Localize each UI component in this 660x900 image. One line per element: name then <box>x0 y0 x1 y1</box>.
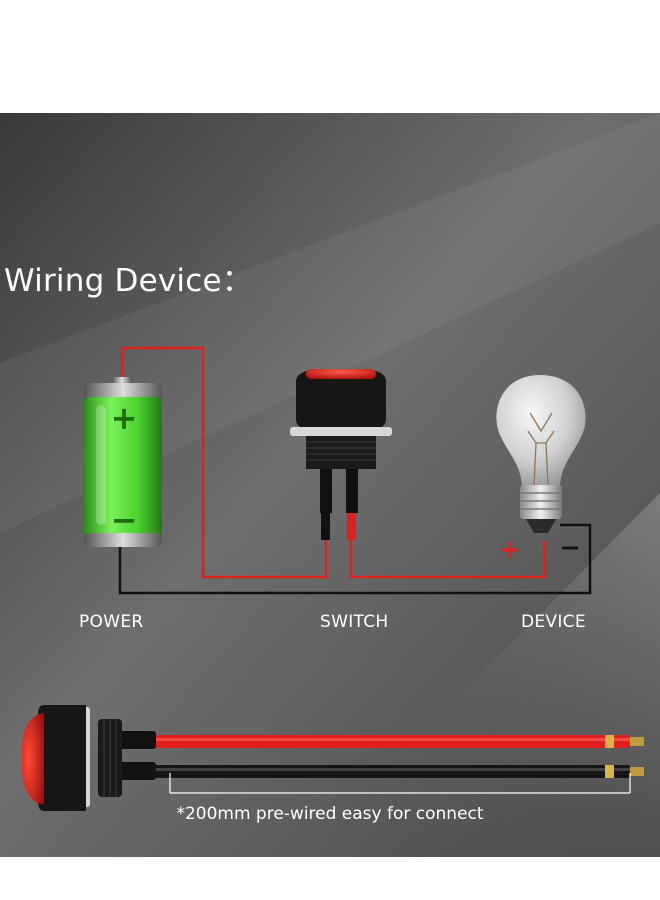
black-wire-battery-to-device <box>118 523 592 595</box>
red-wire-switch-to-device <box>349 538 547 579</box>
pre-wired-switch-graphic <box>21 705 644 811</box>
circuit-wires <box>118 346 592 595</box>
prewired-note: *200mm pre-wired easy for connect <box>176 804 484 824</box>
light-bulb-graphic <box>496 375 586 533</box>
device-label: DEVICE <box>521 612 586 632</box>
push-button-switch-graphic <box>290 369 392 540</box>
power-label: POWER <box>79 612 144 632</box>
wiring-panel: + − <box>0 113 660 857</box>
red-wire-battery-to-switch <box>120 346 328 579</box>
battery-plus-sign: + <box>111 399 138 437</box>
battery-minus-sign: − <box>111 501 138 539</box>
device-minus-sign: − <box>559 533 581 563</box>
battery-graphic <box>84 377 162 547</box>
device-plus-sign: + <box>499 535 521 565</box>
switch-label: SWITCH <box>320 612 389 632</box>
page-title: Wiring Device： <box>4 263 253 299</box>
wiring-diagram: + − <box>21 346 644 811</box>
